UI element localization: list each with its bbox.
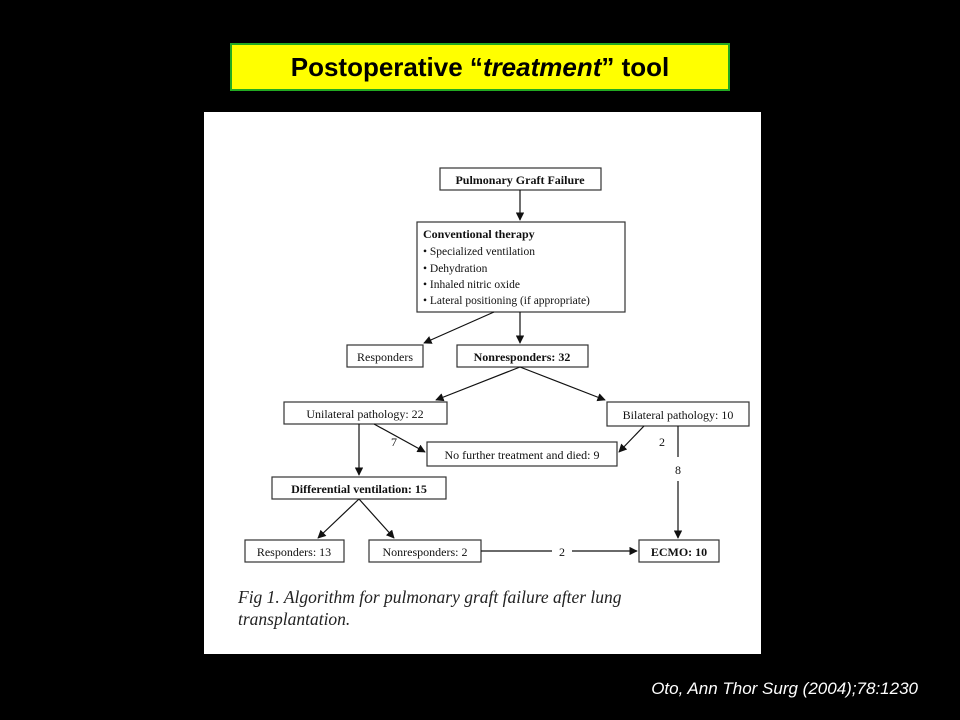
box-responders [346,344,424,368]
node-conventional-item-2: • Dehydration [423,263,488,275]
node-responders-13: Responders: 13 [257,545,331,559]
box-no-further [426,441,618,467]
arrow-differential-to-nonresponders-2 [358,498,395,539]
arrow-unilateral-to-died [373,423,426,453]
edge-label-uni-to-died: 7 [391,435,397,449]
arrow-differential-to-responders-13 [317,498,360,539]
box-ecmo [638,539,720,563]
arrow-conventional-to-responders [423,311,495,344]
flowchart-diagram: Pulmonary Graft Failure Conventional the… [244,167,750,563]
arrow-nonresponders-to-bilateral [519,366,606,402]
caption-line-1: Fig 1. Algorithm for pulmonary graft fai… [238,587,622,607]
node-ecmo: ECMO: 10 [651,545,707,559]
node-no-further: No further treatment and died: 9 [445,448,600,462]
title-emphasis: treatment [482,51,602,82]
node-nonresponders-2: Nonresponders: 2 [383,545,468,559]
node-conventional-item-4: • Lateral positioning (if appropriate) [423,295,590,307]
figure-caption: Fig 1. Algorithm for pulmonary graft fai… [238,586,738,630]
node-graft-failure: Pulmonary Graft Failure [455,173,585,187]
edge-label-bi-to-ecmo: 8 [675,463,681,477]
slide-title: Postoperative “treatment” tool [230,43,730,91]
box-conventional-therapy [416,221,626,313]
node-unilateral: Unilateral pathology: 22 [306,407,423,421]
node-differential: Differential ventilation: 15 [291,482,427,496]
node-conventional-title: Conventional therapy [423,227,535,241]
node-nonresponders: Nonresponders: 32 [474,350,571,364]
caption-line-2: transplantation. [238,609,351,629]
node-bilateral: Bilateral pathology: 10 [623,408,734,422]
title-suffix: ” tool [601,51,670,82]
node-conventional-item-1: • Specialized ventilation [423,246,535,258]
node-conventional-item-3: • Inhaled nitric oxide [423,279,520,291]
box-responders-13 [244,539,345,563]
edge-label-non2-to-ecmo: 2 [559,545,565,559]
flowchart-figure: Pulmonary Graft Failure Conventional the… [204,112,761,654]
box-nonresponders [456,344,589,368]
edge-label-bi-to-died: 2 [659,435,665,449]
citation: Oto, Ann Thor Surg (2004);78:1230 [651,679,918,698]
box-unilateral [283,401,448,425]
arrow-bilateral-to-died [618,425,645,453]
node-responders: Responders [357,350,413,364]
arrow-nonresponders-to-unilateral [435,366,521,402]
title-prefix: Postoperative “ [290,51,483,82]
